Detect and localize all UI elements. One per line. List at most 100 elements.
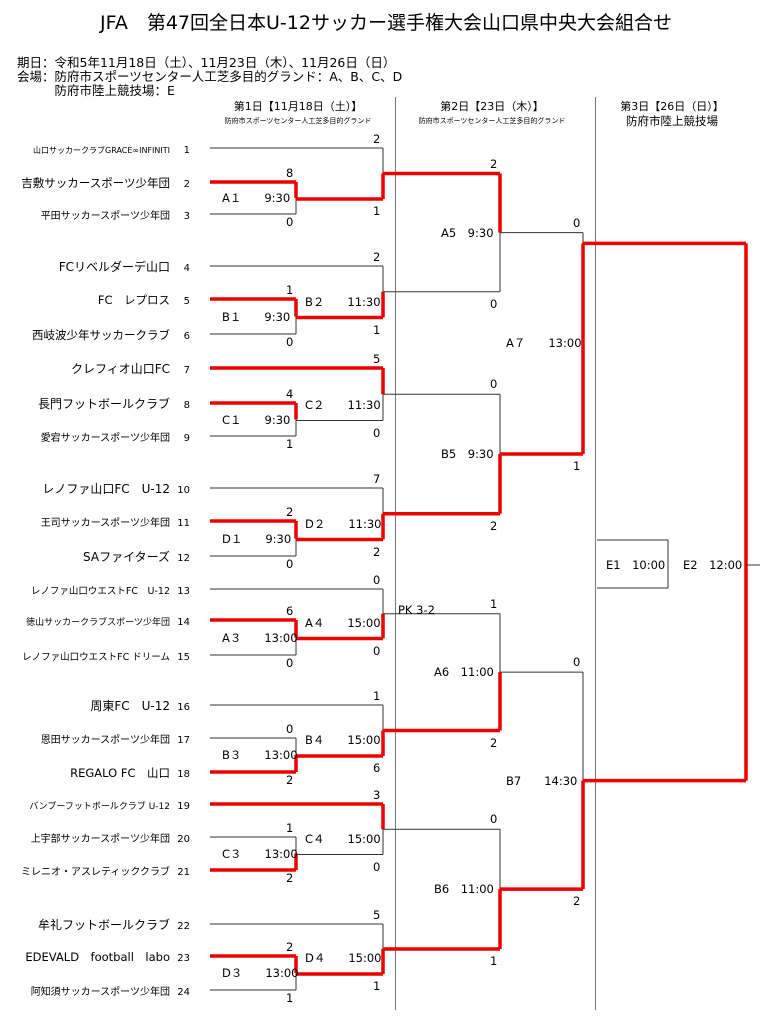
team-name: 王司サッカースポーツ少年団 [40,518,170,529]
match-score: 3 [373,788,381,802]
team-number: 22 [177,921,190,932]
team-name: 牟礼フットボールクラブ [37,918,170,932]
team-name: 西岐波少年サッカークラブ [32,328,170,342]
team-row: 恩田サッカースポーツ少年団 17 [41,731,190,748]
match-score: 1 [490,596,498,611]
team-number: 18 [177,769,190,780]
match-score: 0 [286,557,294,571]
day2-header: 第2日【23日（木）】 [440,100,544,113]
match-score: 8 [286,166,294,180]
team-number: 2 [183,179,190,190]
match-score: 0 [373,573,381,587]
team-number: 13 [177,586,190,597]
match-score: 0 [573,655,581,670]
team-number: 5 [183,296,190,307]
match-score: 0 [373,425,381,440]
team-number: 16 [177,702,190,713]
match-score: 2 [286,773,294,787]
match-label: A5 9:30 [441,225,494,240]
match-score: 2 [373,544,381,559]
pk-note: PK 3-2 [398,602,435,617]
team-row: 長門フットボールクラブ 8 [38,396,190,413]
match-score: 0 [286,335,294,349]
team-name: FCリベルダーデ山口 [58,260,170,274]
match-score: 2 [373,250,381,264]
team-name: 恩田サッカースポーツ少年団 [40,735,170,746]
column-divider [395,97,396,1010]
team-row: クレフィオ山口FC 7 [71,361,190,378]
match-score: 0 [573,215,581,230]
match-score: 5 [373,352,381,366]
match-score: 6 [286,604,294,618]
team-name: レノファ山口ウエストFC U-12 [30,586,170,597]
match-score: 0 [286,215,294,229]
match-score: 0 [490,812,498,827]
match-label: A３ 13:00 [222,630,298,645]
match-label: E1 10:00 [606,558,666,572]
match-score: 1 [286,437,294,451]
match-label: B２ 11:30 [305,294,381,309]
match-score: 7 [373,472,381,486]
match-label: A１ 9:30 [222,191,291,205]
team-name: 徳山サッカークラブスポーツ少年団 [26,618,170,628]
match-label: C４ 15:00 [305,831,381,846]
match-score: 4 [286,387,294,401]
match-score: 2 [286,940,294,954]
team-number: 10 [177,485,190,496]
team-name: FC レプロス [97,293,170,307]
team-row: レノファ山口ウエストFC ドリーム 15 [22,648,190,665]
team-name: 上宇部サッカースポーツ少年団 [30,834,170,845]
team-name: 長門フットボールクラブ [37,397,170,411]
match-label: B6 11:00 [434,882,494,897]
match-label: C１ 9:30 [222,412,291,427]
match-score: 0 [373,859,381,874]
match-score: 2 [573,894,581,909]
team-name: レノファ山口ウエストFC ドリーム [22,652,170,663]
match-label: D１ 9:30 [222,531,292,546]
match-score: 1 [286,991,294,1005]
match-score: 0 [286,722,294,736]
team-name: クレフィオ山口FC [70,362,170,376]
team-name: レノファ山口FC U-12 [42,482,170,496]
column-divider [595,97,596,1010]
team-number: 8 [183,400,190,411]
match-label: D２ 11:30 [305,516,382,531]
team-name: EDEVALD football labo [25,950,170,964]
match-score: 0 [490,296,498,311]
team-name: 山口サッカークラブGRACE∞INFINITI [33,146,170,155]
match-score: 2 [373,132,381,146]
team-name: 平田サッカースポーツ少年団 [40,211,170,222]
match-score: 0 [490,377,498,392]
match-label: C２ 11:30 [305,397,381,412]
team-number: 15 [177,652,190,663]
info-date: 期日：令和5年11月18日（土）、11月23日（木）、11月26日（日） [17,55,396,70]
match-label: B３ 13:00 [222,748,298,762]
team-number: 17 [177,735,190,746]
match-label: B5 9:30 [441,447,494,461]
team-row: 周東FC U-12 16 [90,698,190,715]
team-number: 7 [183,365,190,376]
team-name: 周東FC U-12 [90,699,170,713]
match-label: B１ 9:30 [222,309,291,324]
team-row: レノファ山口ウエストFC U-12 13 [31,582,190,599]
match-label: D４ 15:00 [305,951,382,965]
page-title: JFA 第47回全日本U-12サッカー選手権大会山口県中央大会組合せ [100,12,672,34]
match-label: A6 11:00 [434,665,494,680]
match-score: 2 [286,871,294,885]
e-match-box [597,539,669,589]
match-score: 0 [286,656,294,670]
team-number: 4 [183,263,190,274]
match-label: E2 12:00 [683,558,743,572]
team-number: 3 [183,211,190,222]
match-label: A４ 15:00 [305,615,381,630]
day3-venue: 防府市陸上競技場 [626,114,718,128]
match-score: 1 [373,979,381,993]
team-number: 12 [177,553,190,564]
